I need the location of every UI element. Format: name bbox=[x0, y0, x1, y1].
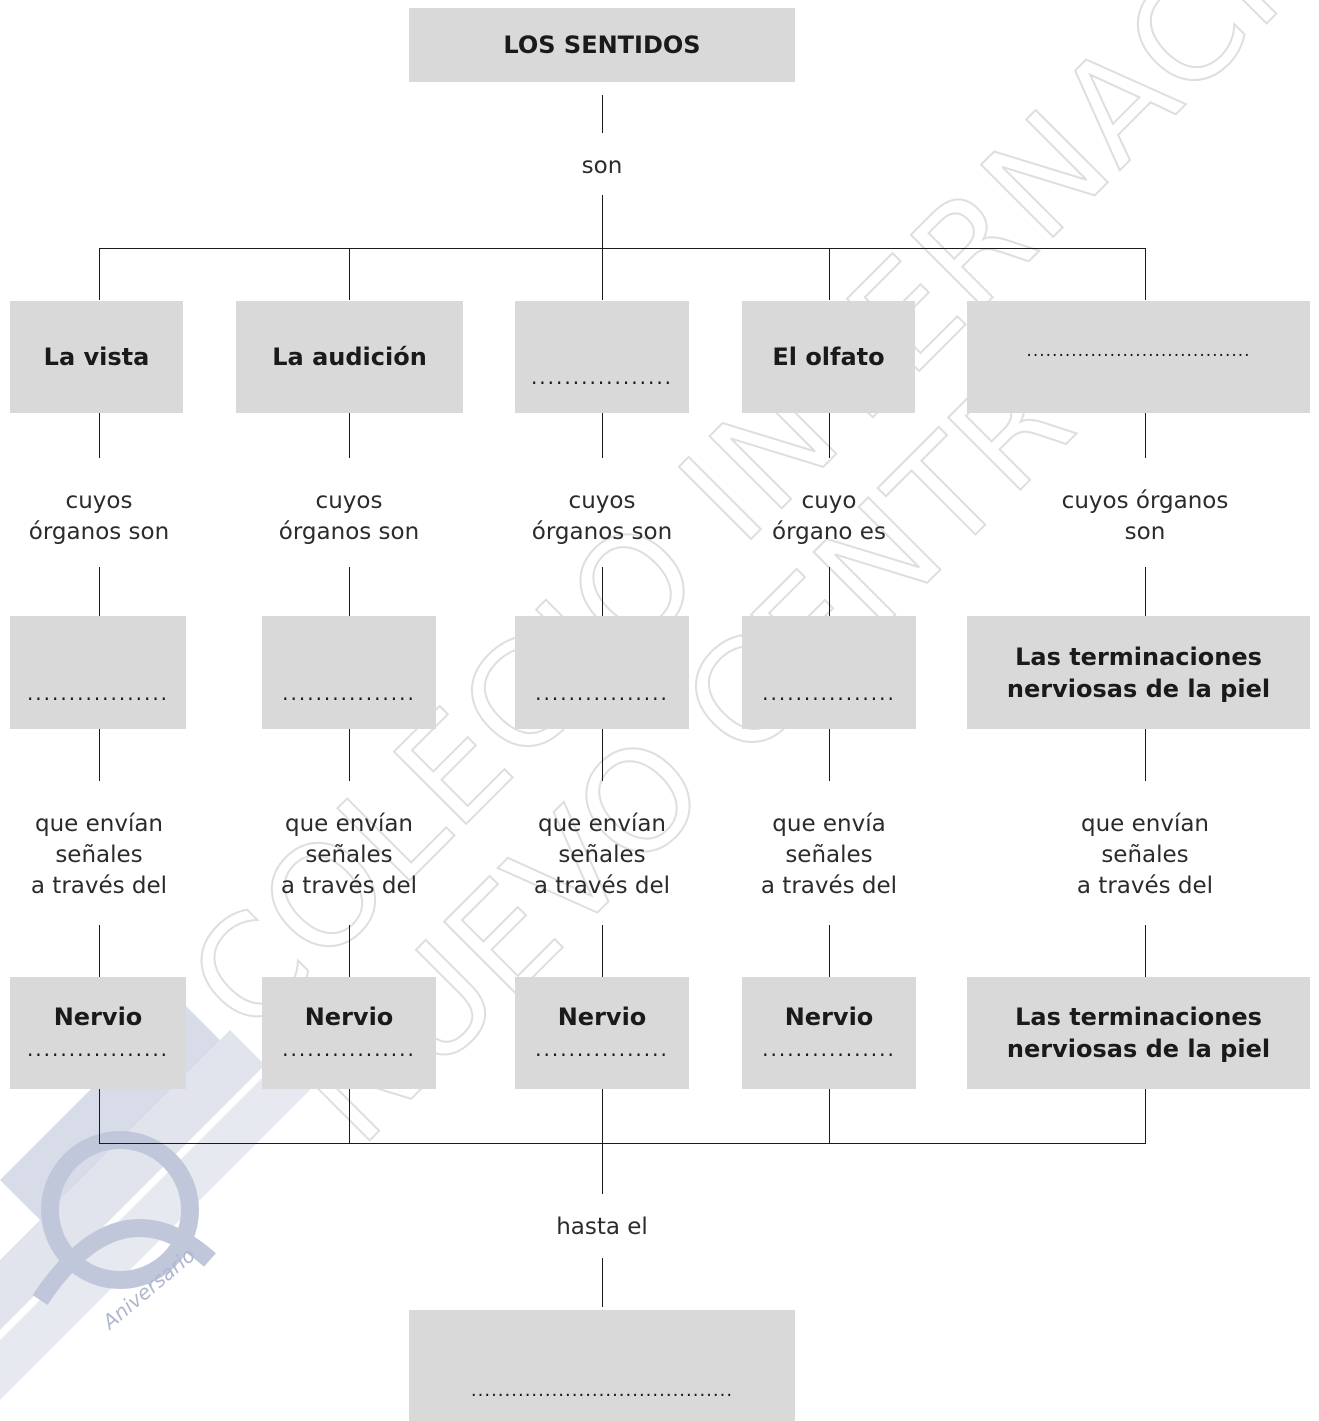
connector bbox=[602, 413, 603, 458]
connector bbox=[99, 248, 1146, 249]
connector bbox=[99, 1143, 1146, 1144]
organ-link-label: cuyos órganos son bbox=[531, 488, 673, 545]
connector bbox=[99, 1089, 100, 1143]
fill-in-blank[interactable]: ................ bbox=[535, 1037, 669, 1061]
connector bbox=[1145, 1089, 1146, 1143]
nerve-label: Nervio bbox=[557, 1003, 647, 1031]
fill-in-blank[interactable]: ................. bbox=[26, 680, 170, 705]
organ-link-label: cuyos órganos son bbox=[28, 488, 170, 545]
logo-word: Aniversario bbox=[96, 1243, 199, 1335]
nerve-label: Nervio bbox=[53, 1003, 143, 1031]
fill-in-blank[interactable]: ................ bbox=[762, 680, 896, 705]
nerve-box[interactable]: Nervio ................ bbox=[262, 977, 436, 1089]
connector bbox=[349, 1089, 350, 1143]
nerve-box-piel: Las terminaciones nerviosas de la piel bbox=[967, 977, 1310, 1089]
connector bbox=[829, 567, 830, 616]
connector bbox=[829, 1089, 830, 1143]
connector bbox=[602, 729, 603, 781]
nerve-label: Nervio bbox=[304, 1003, 394, 1031]
signal-link-label: que envían señales a través del bbox=[280, 811, 418, 899]
sense-label: La audición bbox=[272, 343, 427, 371]
connector bbox=[349, 925, 350, 977]
connector bbox=[829, 413, 830, 458]
connector bbox=[99, 729, 100, 781]
connector bbox=[829, 729, 830, 781]
link-son: son bbox=[581, 153, 623, 179]
fill-in-blank[interactable]: ................. bbox=[530, 365, 674, 389]
root-title: LOS SENTIDOS bbox=[503, 31, 701, 59]
nerve-box[interactable]: Nervio ................ bbox=[515, 977, 689, 1089]
fill-in-blank[interactable]: ................ bbox=[762, 1037, 896, 1061]
sense-label: El olfato bbox=[772, 343, 885, 371]
nerve-box[interactable]: Nervio ................. bbox=[10, 977, 186, 1089]
sense-box-blank-tacto[interactable]: ................................... bbox=[967, 301, 1310, 413]
connector bbox=[602, 195, 603, 248]
organ-label: Las terminaciones nerviosas de la piel bbox=[1006, 642, 1271, 703]
nerve-label: Las terminaciones nerviosas de la piel bbox=[1006, 1003, 1271, 1063]
connector bbox=[602, 925, 603, 977]
connector bbox=[349, 567, 350, 616]
signal-link-label: que envían señales a través del bbox=[30, 811, 168, 899]
signal-link-label: que envían señales a través del bbox=[533, 811, 671, 899]
fill-in-blank[interactable]: ................. bbox=[26, 1037, 170, 1061]
connector bbox=[1145, 729, 1146, 781]
organ-link-label: cuyo órgano es bbox=[772, 488, 886, 545]
organ-link-label: cuyos órganos son bbox=[1061, 488, 1229, 545]
organ-box-blank[interactable]: ................. bbox=[10, 616, 186, 729]
connector bbox=[349, 413, 350, 458]
organ-link-label: cuyos órganos son bbox=[278, 488, 420, 545]
final-box-blank[interactable]: ....................................... bbox=[409, 1310, 795, 1421]
connector bbox=[602, 95, 603, 133]
fill-in-blank[interactable]: ................ bbox=[282, 1037, 416, 1061]
connector bbox=[1145, 413, 1146, 458]
connector bbox=[99, 413, 100, 458]
connector bbox=[602, 248, 603, 300]
fill-in-blank[interactable]: ....................................... bbox=[470, 1379, 734, 1401]
connector bbox=[99, 567, 100, 616]
signal-link-label: que envían señales a través del bbox=[1076, 811, 1214, 899]
organ-box-piel: Las terminaciones nerviosas de la piel bbox=[967, 616, 1310, 729]
connector bbox=[829, 925, 830, 977]
root-box: LOS SENTIDOS bbox=[409, 8, 795, 82]
link-hasta: hasta el bbox=[556, 1214, 648, 1240]
organ-box-blank[interactable]: ................ bbox=[515, 616, 689, 729]
connector bbox=[829, 248, 830, 300]
organ-box-blank[interactable]: ................ bbox=[262, 616, 436, 729]
sense-box-vista: La vista bbox=[10, 301, 183, 413]
organ-box-blank[interactable]: ................ bbox=[742, 616, 916, 729]
connector bbox=[1145, 925, 1146, 977]
connector bbox=[349, 248, 350, 300]
connector bbox=[1145, 248, 1146, 300]
sense-box-blank[interactable]: ................. bbox=[515, 301, 689, 413]
fill-in-blank[interactable]: ................................... bbox=[1026, 341, 1251, 361]
connector bbox=[602, 1089, 603, 1194]
connector bbox=[99, 248, 100, 300]
signal-link-label: que envía señales a través del bbox=[760, 811, 898, 899]
sense-box-olfato: El olfato bbox=[742, 301, 915, 413]
fill-in-blank[interactable]: ................ bbox=[282, 680, 416, 705]
connector bbox=[602, 567, 603, 616]
connector bbox=[349, 729, 350, 781]
sense-label: La vista bbox=[43, 343, 150, 371]
connector bbox=[99, 925, 100, 977]
nerve-label: Nervio bbox=[784, 1003, 874, 1031]
fill-in-blank[interactable]: ................ bbox=[535, 680, 669, 705]
connector bbox=[1145, 567, 1146, 616]
connector bbox=[602, 1258, 603, 1307]
sense-box-audicion: La audición bbox=[236, 301, 463, 413]
nerve-box[interactable]: Nervio ................ bbox=[742, 977, 916, 1089]
